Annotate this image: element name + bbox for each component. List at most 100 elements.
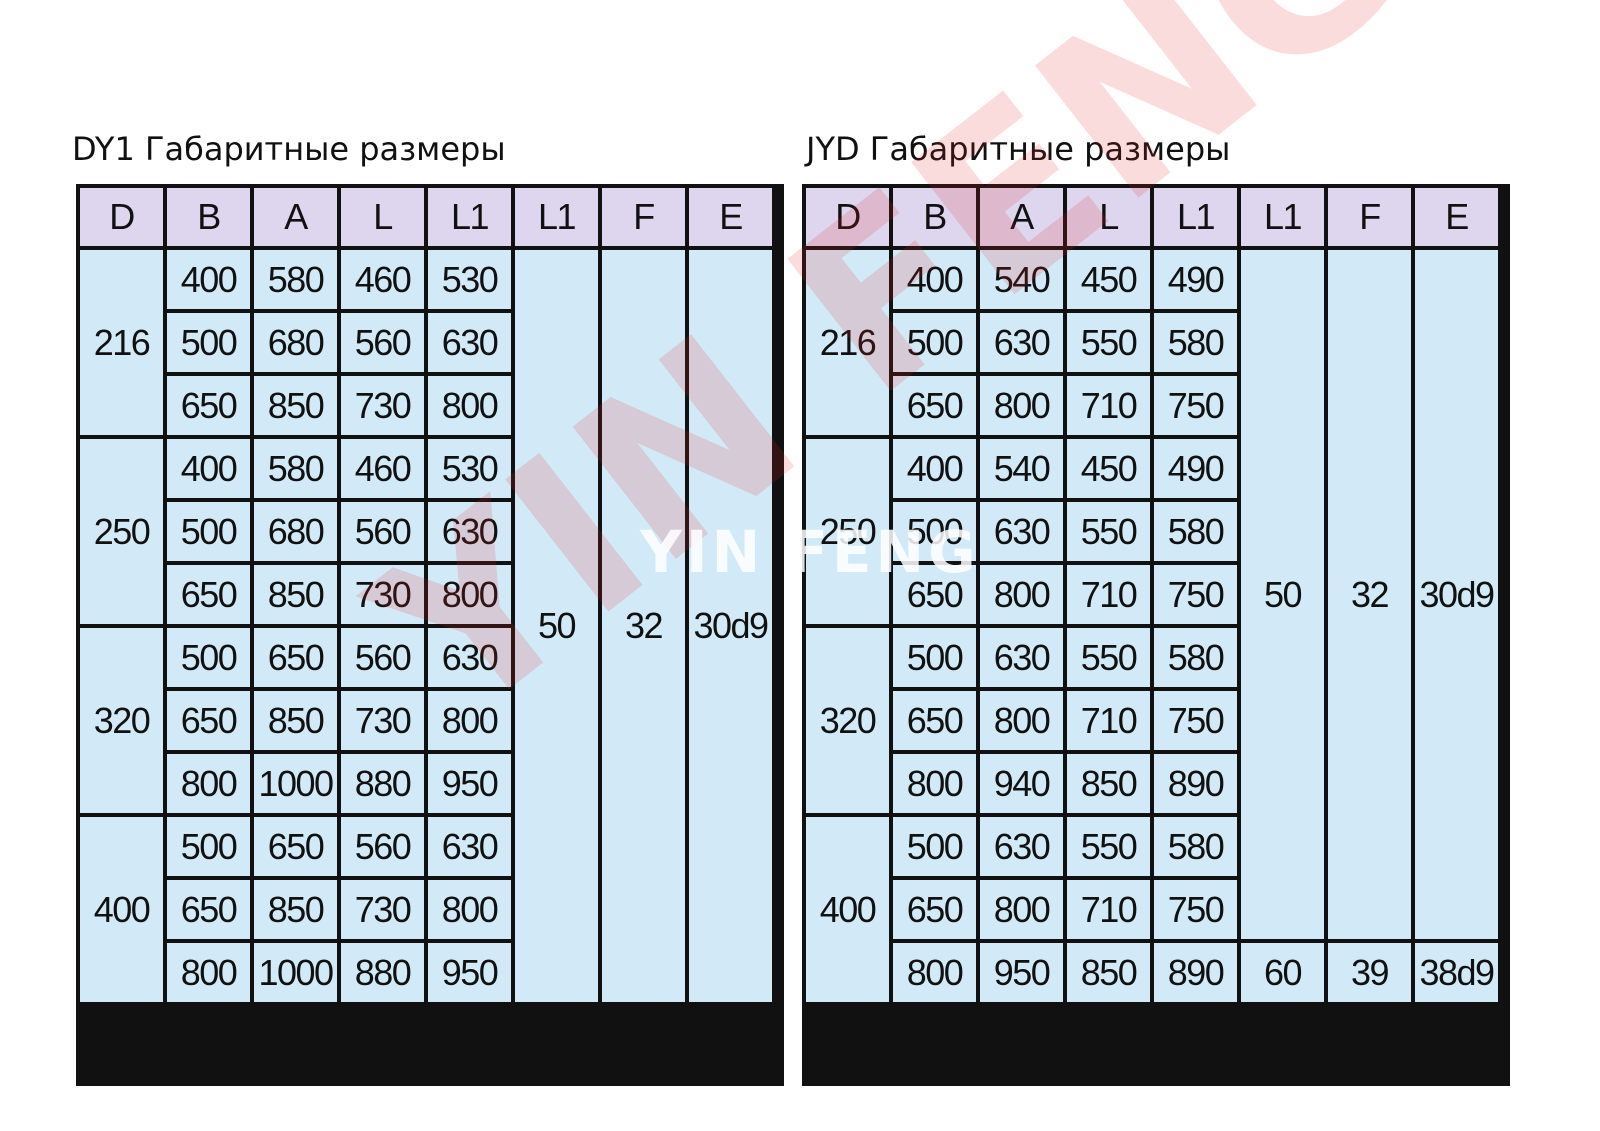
value-cell: 850 [254, 376, 337, 435]
value-cell: 750 [1154, 376, 1237, 435]
value-cell: 890 [1154, 943, 1237, 1002]
value-cell: 940 [980, 754, 1063, 813]
value-cell: 650 [893, 691, 976, 750]
value-cell: 400 [893, 250, 976, 309]
value-cell: 850 [254, 691, 337, 750]
value-cell: 950 [980, 943, 1063, 1002]
header-cell-b: B [893, 188, 976, 246]
value-cell: 800 [428, 565, 511, 624]
group-d-cell: 216 [80, 250, 163, 435]
value-cell: 400 [167, 250, 250, 309]
value-cell: 580 [1154, 313, 1237, 372]
value-cell: 650 [254, 817, 337, 876]
value-cell: 730 [341, 880, 424, 939]
value-cell: 450 [1067, 250, 1150, 309]
group-d-cell: 400 [80, 817, 163, 1002]
merged-f-cell: 32 [602, 250, 685, 1002]
value-cell: 630 [980, 817, 1063, 876]
value-cell: 800 [167, 754, 250, 813]
value-cell: 500 [167, 628, 250, 687]
header-cell-f: F [1328, 188, 1411, 246]
header-cell-l1: L1 [428, 188, 511, 246]
value-cell: 400 [167, 439, 250, 498]
header-cell-l1: L1 [1241, 188, 1324, 246]
header-cell-e: E [689, 188, 772, 246]
value-cell: 460 [341, 439, 424, 498]
last-row-l1-cell: 60 [1241, 943, 1324, 1002]
header-cell-a: A [980, 188, 1063, 246]
value-cell: 710 [1067, 565, 1150, 624]
value-cell: 630 [980, 502, 1063, 561]
value-cell: 710 [1067, 691, 1150, 750]
value-cell: 630 [428, 502, 511, 561]
value-cell: 500 [167, 817, 250, 876]
value-cell: 400 [893, 439, 976, 498]
value-cell: 800 [428, 376, 511, 435]
value-cell: 650 [893, 565, 976, 624]
header-cell-f: F [602, 188, 685, 246]
value-cell: 750 [1154, 691, 1237, 750]
value-cell: 580 [254, 250, 337, 309]
value-cell: 540 [980, 439, 1063, 498]
value-cell: 550 [1067, 313, 1150, 372]
value-cell: 800 [428, 691, 511, 750]
group-d-cell: 320 [806, 628, 889, 813]
value-cell: 550 [1067, 502, 1150, 561]
value-cell: 500 [893, 628, 976, 687]
value-cell: 490 [1154, 250, 1237, 309]
merged-l1-cell: 50 [1241, 250, 1324, 939]
header-cell-d: D [806, 188, 889, 246]
value-cell: 500 [167, 502, 250, 561]
value-cell: 1000 [254, 943, 337, 1002]
group-d-cell: 250 [80, 439, 163, 624]
jyd-table-title: JYD Габаритные размеры [806, 130, 1231, 168]
value-cell: 800 [893, 943, 976, 1002]
value-cell: 560 [341, 313, 424, 372]
value-cell: 650 [167, 691, 250, 750]
group-d-cell: 400 [806, 817, 889, 1002]
value-cell: 650 [167, 880, 250, 939]
value-cell: 630 [428, 313, 511, 372]
value-cell: 680 [254, 502, 337, 561]
header-cell-l: L [341, 188, 424, 246]
value-cell: 800 [428, 880, 511, 939]
value-cell: 650 [167, 376, 250, 435]
value-cell: 460 [341, 250, 424, 309]
value-cell: 850 [254, 565, 337, 624]
value-cell: 710 [1067, 376, 1150, 435]
value-cell: 750 [1154, 565, 1237, 624]
merged-l1-cell: 50 [515, 250, 598, 1002]
header-cell-b: B [167, 188, 250, 246]
value-cell: 530 [428, 250, 511, 309]
header-cell-d: D [80, 188, 163, 246]
value-cell: 540 [980, 250, 1063, 309]
header-cell-l: L [1067, 188, 1150, 246]
value-cell: 850 [1067, 754, 1150, 813]
value-cell: 750 [1154, 880, 1237, 939]
value-cell: 800 [893, 754, 976, 813]
value-cell: 550 [1067, 628, 1150, 687]
value-cell: 730 [341, 565, 424, 624]
group-d-cell: 216 [806, 250, 889, 435]
value-cell: 490 [1154, 439, 1237, 498]
value-cell: 880 [341, 943, 424, 1002]
header-cell-a: A [254, 188, 337, 246]
value-cell: 890 [1154, 754, 1237, 813]
value-cell: 630 [428, 817, 511, 876]
value-cell: 560 [341, 628, 424, 687]
value-cell: 850 [1067, 943, 1150, 1002]
value-cell: 580 [1154, 628, 1237, 687]
value-cell: 710 [1067, 880, 1150, 939]
last-row-e-cell: 38d9 [1415, 943, 1498, 1002]
value-cell: 500 [167, 313, 250, 372]
value-cell: 630 [980, 628, 1063, 687]
header-cell-e: E [1415, 188, 1498, 246]
value-cell: 800 [167, 943, 250, 1002]
value-cell: 800 [980, 880, 1063, 939]
value-cell: 850 [254, 880, 337, 939]
value-cell: 650 [893, 880, 976, 939]
last-row-f-cell: 39 [1328, 943, 1411, 1002]
value-cell: 630 [428, 628, 511, 687]
